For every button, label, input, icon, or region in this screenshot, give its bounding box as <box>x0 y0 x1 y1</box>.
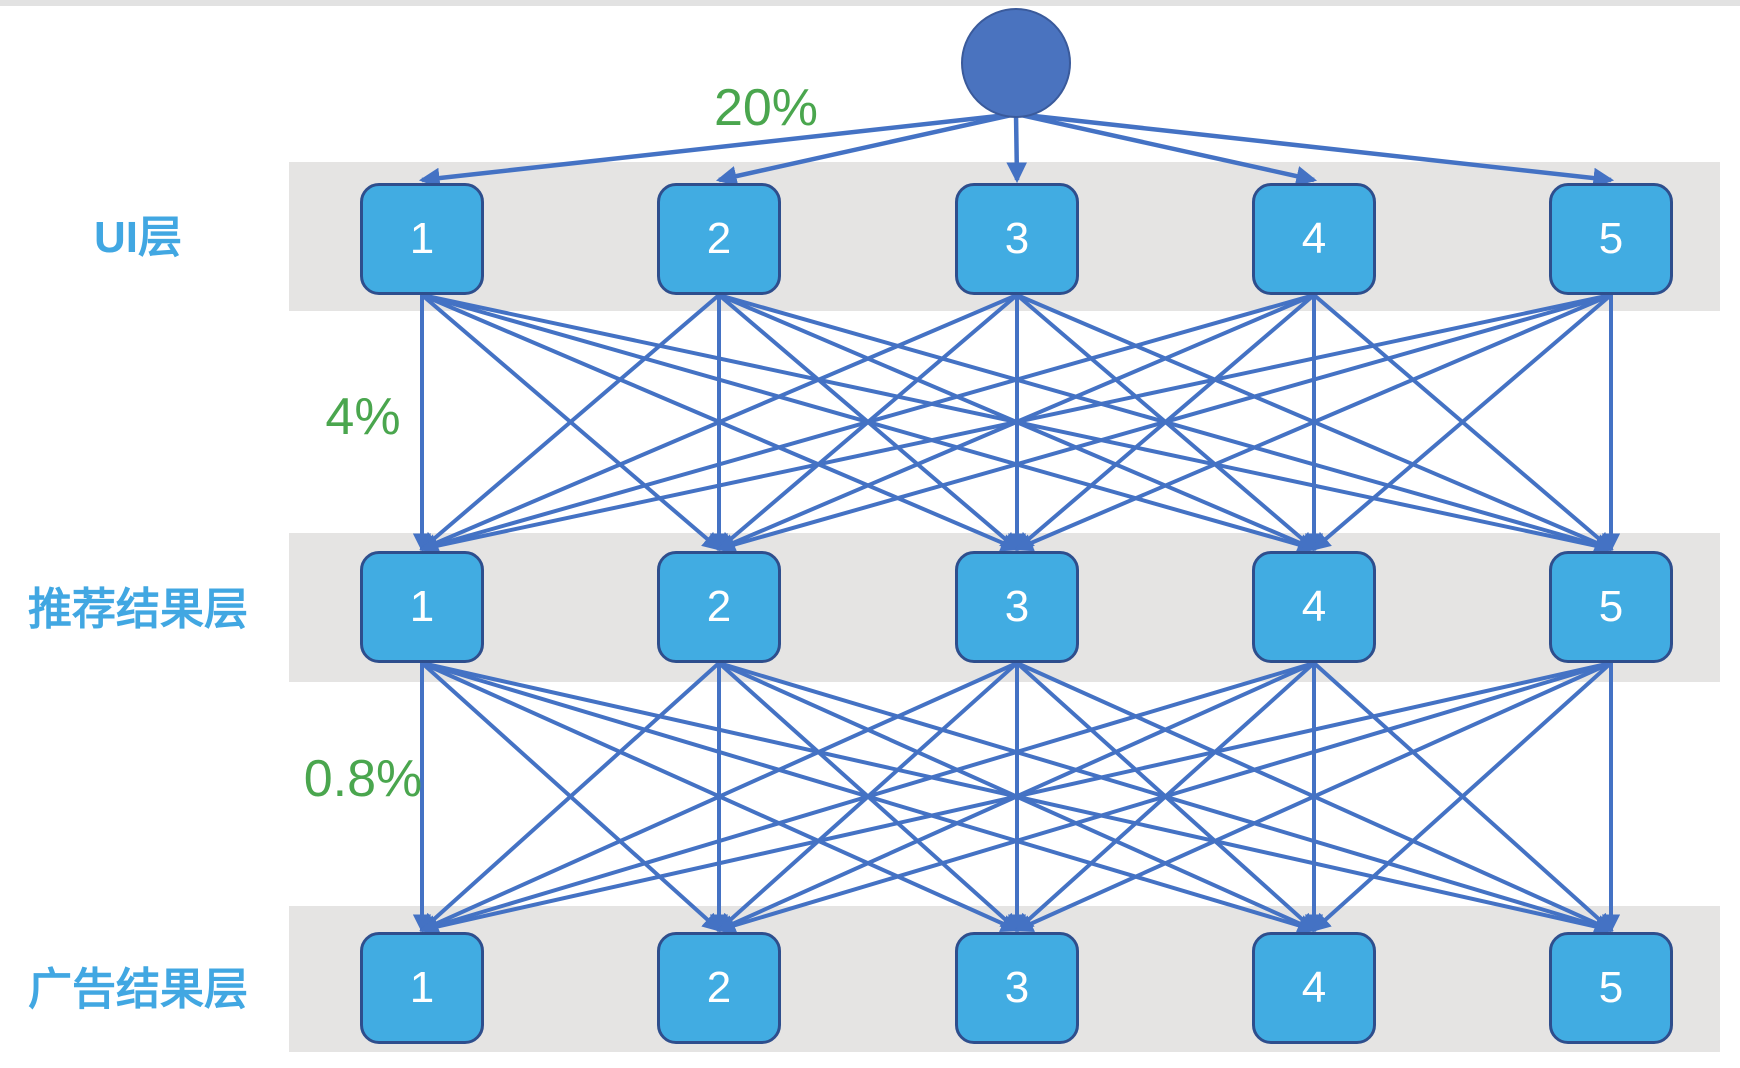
node-box-layer3-3: 3 <box>955 932 1079 1044</box>
node-box-layer3-5: 5 <box>1549 932 1673 1044</box>
node-box-layer3-2: 2 <box>657 932 781 1044</box>
rate-label-0-8pct: 0.8% <box>303 750 423 808</box>
layer-label-ui: UI层 <box>94 213 182 262</box>
node-box-layer3-1: 1 <box>360 932 484 1044</box>
node-box-layer1-2: 2 <box>657 183 781 295</box>
node-box-layer2-5: 5 <box>1549 551 1673 663</box>
node-box-layer1-1: 1 <box>360 183 484 295</box>
node-box-layer2-3: 3 <box>955 551 1079 663</box>
node-box-layer2-1: 1 <box>360 551 484 663</box>
layer-label-recommend: 推荐结果层 <box>28 585 248 634</box>
window-top-strip <box>0 0 1740 6</box>
rate-label-4pct: 4% <box>325 388 401 446</box>
node-box-layer1-4: 4 <box>1252 183 1376 295</box>
node-box-layer1-5: 5 <box>1549 183 1673 295</box>
node-box-layer1-3: 3 <box>955 183 1079 295</box>
node-box-layer2-4: 4 <box>1252 551 1376 663</box>
node-box-layer2-2: 2 <box>657 551 781 663</box>
rate-label-20pct: 20% <box>713 79 819 137</box>
root-node-circle <box>961 8 1071 118</box>
node-box-layer3-4: 4 <box>1252 932 1376 1044</box>
layer-label-ad: 广告结果层 <box>28 965 248 1014</box>
